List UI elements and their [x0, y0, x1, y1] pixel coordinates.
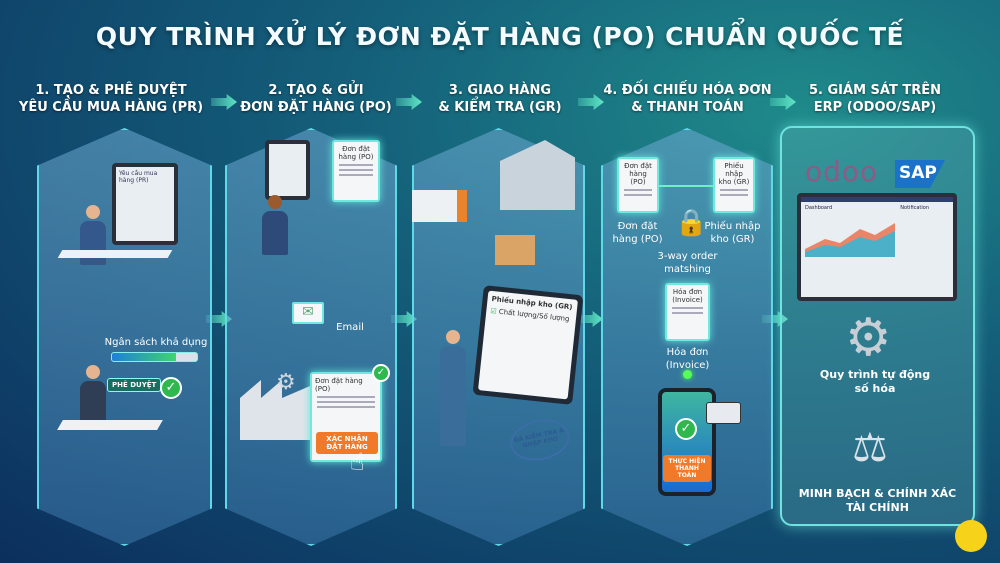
pr-screen-title: Yêu cầu mua hàng (PR) — [119, 170, 158, 184]
confirm-order-button[interactable]: XÁC NHẬN ĐẶT HÀNG — [316, 432, 378, 454]
invoice-label: Hóa đơn (Invoice) — [665, 347, 710, 371]
po-confirm-title: Đơn đặt hàng (PO) — [315, 377, 363, 393]
check-icon: ✓ — [675, 418, 697, 440]
step-2-heading: 2. TẠO & GỬI ĐƠN ĐẶT HÀNG (PO) — [236, 82, 396, 116]
step-2-line1: 2. TẠO & GỬI — [268, 83, 364, 98]
po-label: Đơn đặt hàng (PO) — [612, 221, 663, 245]
budget-bar — [111, 352, 198, 362]
truck-icon — [412, 190, 467, 222]
notification-title: Notification — [900, 205, 929, 211]
lock-icon: 🔒 — [675, 208, 708, 238]
make-payment-button[interactable]: THỰC HIỆN THANH TOÁN — [663, 455, 711, 482]
warehouse-worker-figure — [440, 330, 466, 450]
email-label: Email — [336, 322, 364, 333]
gear-sync-icon: ⚙ — [845, 308, 892, 368]
invoice-doc-title: Hóa đơn (Invoice) — [672, 288, 703, 304]
credit-card-icon — [706, 402, 741, 424]
check-icon: ✓ — [160, 377, 182, 399]
tablet-gr: Phiếu nhập kho (GR)☑ Chất lượng/Số lượng — [472, 285, 584, 405]
arrow-icon — [391, 311, 417, 327]
odoo-logo: odoo — [805, 155, 879, 188]
desk — [57, 420, 163, 430]
step-2-line2: ĐƠN ĐẶT HÀNG (PO) — [240, 100, 392, 115]
arrow-icon — [770, 94, 796, 110]
arrow-icon — [396, 94, 422, 110]
hand-pointer-icon: ☝ — [350, 448, 365, 476]
gear-icon: ⚙ — [276, 370, 296, 395]
invoice-document: Hóa đơn (Invoice) — [665, 283, 710, 341]
po-document: Đơn đặt hàng (PO) — [332, 140, 380, 202]
buyer-figure — [262, 195, 288, 255]
matching-label: 3-way order matshing — [657, 251, 718, 275]
scales-icon: ⚖ — [852, 425, 888, 471]
step-4-line2: & THANH TOÁN — [631, 100, 744, 115]
brand-badge-icon — [955, 520, 987, 552]
budget-label: Ngân sách khả dụng — [104, 337, 208, 348]
check-icon: ✓ — [372, 364, 390, 382]
arrow-icon — [211, 94, 237, 110]
step-5-heading: 5. GIÁM SÁT TRÊN ERP (ODOO/SAP) — [800, 82, 950, 116]
step-3-line1: 3. GIAO HÀNG — [448, 83, 552, 98]
po-doc-title: Đơn đặt hàng (PO) — [338, 145, 374, 161]
email-icon: ✉ — [292, 302, 324, 324]
step-4-heading: 4. ĐỐI CHIẾU HÓA ĐƠN & THANH TOÁN — [600, 82, 775, 116]
budget-bar-fill — [112, 353, 176, 361]
step-4-line1: 4. ĐỐI CHIẾU HÓA ĐƠN — [603, 83, 772, 98]
gr-document: Phiếu nhập kho (GR) — [713, 157, 755, 213]
page-title: QUY TRÌNH XỬ LÝ ĐƠN ĐẶT HÀNG (PO) CHUẨN … — [95, 22, 905, 51]
arrow-icon — [578, 94, 604, 110]
step-1-line1: 1. TẠO & PHÊ DUYỆT — [35, 83, 187, 98]
step-1-heading: 1. TẠO & PHÊ DUYỆT YÊU CẦU MUA HÀNG (PR) — [16, 82, 206, 116]
step-1-line2: YÊU CẦU MUA HÀNG (PR) — [18, 100, 204, 115]
po-doc-title: Đơn đặt hàng (PO) — [624, 162, 652, 186]
panel-step-5 — [780, 126, 975, 526]
transparency-label: MINH BẠCH & CHÍNH XÁC TÀI CHÍNH — [798, 487, 957, 514]
dashboard-area-chart — [805, 223, 895, 257]
po-document: Đơn đặt hàng (PO) — [617, 157, 659, 213]
monitor — [265, 140, 310, 200]
status-dot — [683, 370, 692, 379]
gr-label: Phiếu nhập kho (GR) — [704, 221, 761, 245]
gr-doc-title: Phiếu nhập kho (GR) — [718, 162, 750, 186]
automation-label: Quy trình tự động số hóa — [819, 368, 931, 395]
manager-figure — [80, 365, 106, 425]
boxes-icon — [495, 235, 535, 265]
step-3-line2: & KIỂM TRA (GR) — [438, 100, 562, 115]
dashboard-title: Dashboard — [805, 205, 833, 211]
approve-button[interactable]: PHÊ DUYỆT — [107, 378, 162, 392]
pr-monitor: Yêu cầu mua hàng (PR) — [112, 163, 178, 245]
erp-dashboard: Dashboard Notification — [797, 193, 957, 301]
step-3-heading: 3. GIAO HÀNG & KIỂM TRA (GR) — [420, 82, 580, 116]
desk — [57, 250, 173, 258]
step-5-line2: ERP (ODOO/SAP) — [813, 100, 937, 115]
step-5-line1: 5. GIÁM SÁT TRÊN — [809, 83, 941, 98]
connector-line — [659, 185, 713, 187]
